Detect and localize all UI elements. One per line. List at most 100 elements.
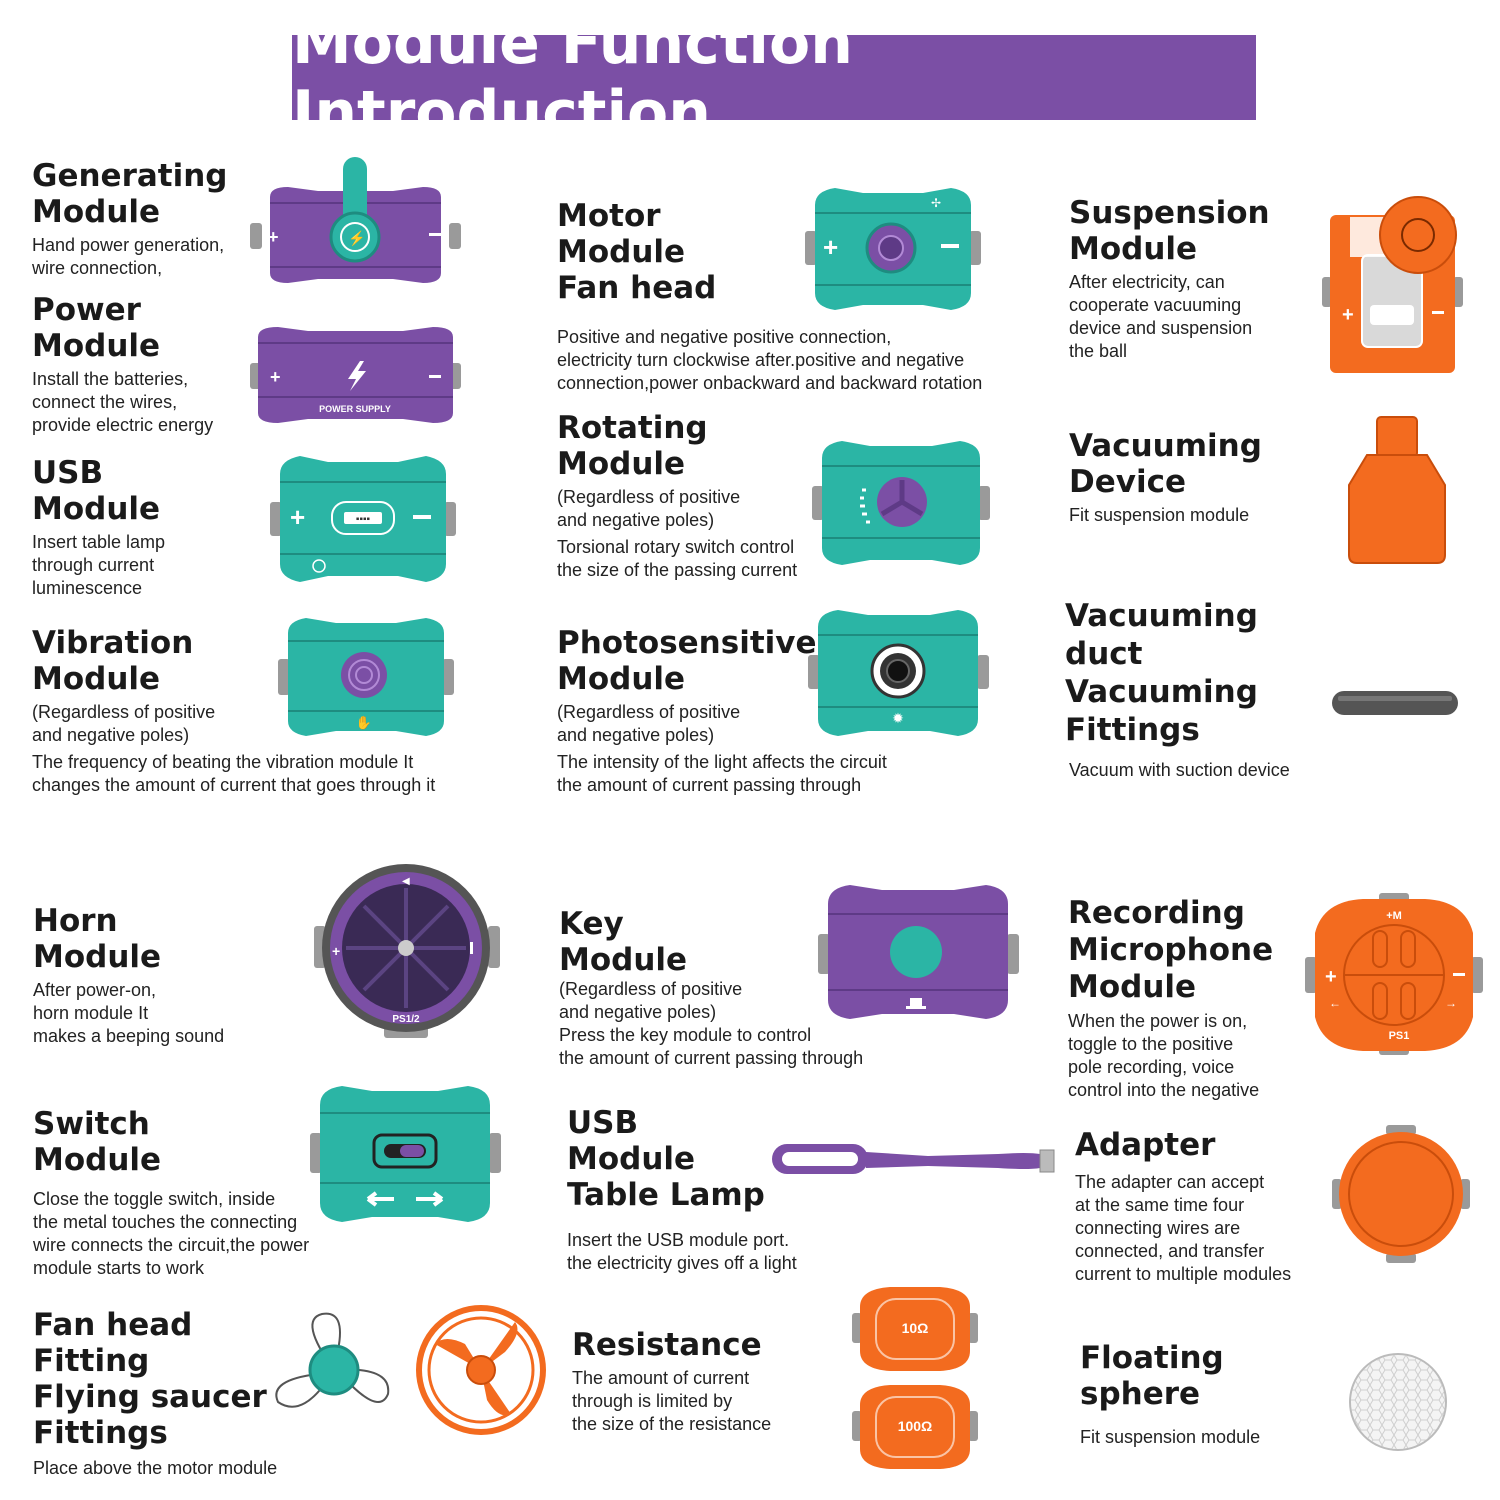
vacuuming-device-desc: Fit suspension module	[1069, 505, 1250, 525]
rotating-module-image	[810, 438, 992, 573]
svg-text:+: +	[270, 367, 281, 387]
resistance-10-image: 10Ω	[850, 1285, 980, 1378]
vacuuming-duct-image	[1330, 688, 1460, 723]
recording-m-label: +M	[1386, 910, 1402, 922]
usb-lamp-desc: Insert the USB module port. the electric…	[567, 1230, 797, 1273]
recording-module-desc: When the power is on, toggle to the posi…	[1068, 1011, 1260, 1100]
vacuuming-duct-desc: Vacuum with suction device	[1069, 760, 1290, 780]
svg-text:+: +	[1325, 966, 1337, 988]
vacuuming-device-image	[1345, 415, 1450, 572]
svg-text:✢: ✢	[931, 196, 941, 210]
svg-text:◀: ◀	[402, 876, 410, 887]
vibration-module-desc2: The frequency of beating the vibration m…	[32, 752, 436, 795]
resistance-desc: The amount of current through is limited…	[572, 1368, 772, 1434]
svg-text:✹: ✹	[892, 710, 904, 726]
floating-sphere-desc: Fit suspension module	[1080, 1427, 1261, 1447]
svg-text:→: →	[1445, 996, 1457, 1010]
rotating-module-desc2: Torsional rotary switch control the size…	[557, 537, 798, 580]
usb-lamp-image	[768, 1138, 1063, 1189]
svg-text:+: +	[290, 502, 305, 532]
generating-module-image: ⚡ +	[248, 155, 463, 290]
key-module-desc2: Press the key module to control the amou…	[559, 1025, 864, 1068]
svg-text:+: +	[823, 232, 838, 262]
usb-module-desc: Insert table lamp through current lumine…	[32, 532, 166, 598]
svg-text:+: +	[1342, 304, 1354, 326]
switch-module-desc: Close the toggle switch, inside the meta…	[33, 1189, 310, 1278]
adapter-text: Adapter The adapter can accept at the sa…	[1075, 1127, 1291, 1286]
adapter-desc: The adapter can accept at the same time …	[1075, 1172, 1292, 1284]
generating-module-desc: Hand power generation, wire connection,	[32, 235, 225, 278]
switch-module-image	[308, 1083, 503, 1230]
motor-module-desc: Positive and negative positive connectio…	[557, 327, 983, 393]
rotating-module-desc: (Regardless of positive and negative pol…	[557, 487, 741, 530]
recording-module-image: + +M PS1 ← →	[1303, 893, 1485, 1063]
motor-module-image: + ✢	[803, 185, 983, 318]
horn-module-desc: After power-on, horn module It makes a b…	[33, 980, 225, 1046]
power-module-image: + POWER SUPPLY	[248, 325, 463, 430]
recording-ps-label: PS1	[1389, 1030, 1410, 1042]
resistance-100-image: 100Ω	[850, 1383, 980, 1476]
suspension-module-image: +	[1320, 195, 1465, 382]
vibration-module-image: ✋	[276, 615, 456, 745]
svg-text:+: +	[268, 227, 279, 247]
key-module-image	[816, 882, 1021, 1027]
svg-text:←: ←	[1329, 996, 1341, 1010]
suspension-module-desc: After electricity, can cooperate vacuumi…	[1069, 272, 1253, 361]
vibration-module-desc: (Regardless of positive and negative pol…	[32, 702, 216, 745]
horn-module-image: + PS1/2 ◀	[312, 862, 502, 1047]
page-title-banner: Module Function Introduction	[292, 8, 1256, 148]
photosensitive-module-desc: (Regardless of positive and negative pol…	[557, 702, 741, 745]
horn-ps-label: PS1/2	[392, 1014, 420, 1025]
key-module-desc: (Regardless of positive and negative pol…	[559, 979, 743, 1022]
fan-head-image	[268, 1310, 403, 1435]
svg-text:▪▪▪▪: ▪▪▪▪	[356, 514, 371, 525]
flying-saucer-image	[415, 1304, 547, 1441]
svg-text:✋: ✋	[356, 715, 372, 730]
floating-sphere-image	[1346, 1350, 1450, 1459]
photosensitive-module-desc2: The intensity of the light affects the c…	[557, 752, 887, 795]
power-module-desc: Install the batteries, connect the wires…	[32, 369, 214, 435]
svg-text:⚡: ⚡	[348, 230, 365, 247]
fan-head-fitting-desc: Place above the motor module	[33, 1458, 278, 1478]
usb-module-image: + ▪▪▪▪	[268, 452, 458, 592]
resistance-title: Resistance	[572, 1327, 762, 1363]
power-supply-label: POWER SUPPLY	[319, 404, 391, 414]
adapter-title: Adapter	[1075, 1127, 1216, 1163]
resistance-10-label: 10Ω	[902, 1320, 929, 1336]
photosensitive-module-image: ✹	[806, 607, 991, 744]
svg-text:+: +	[332, 943, 340, 959]
resistance-100-label: 100Ω	[898, 1418, 933, 1434]
